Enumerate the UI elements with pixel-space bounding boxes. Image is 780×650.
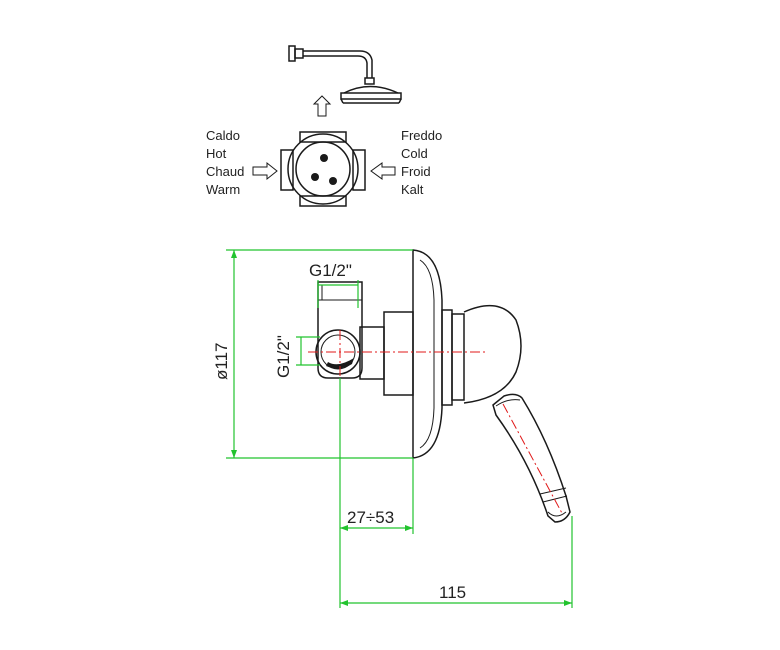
thread-side-dimension: G1/2" xyxy=(274,335,293,378)
wall-depth-dimension: 27÷53 xyxy=(347,508,394,527)
cold-inlet-labels: Freddo Cold Froid Kalt xyxy=(401,128,442,197)
hot-label-fr: Chaud xyxy=(206,164,244,179)
dimension-lines xyxy=(226,249,573,608)
cold-label-it: Freddo xyxy=(401,128,442,143)
hot-label-it: Caldo xyxy=(206,128,240,143)
valve-body-icon xyxy=(280,131,366,207)
hot-inlet-labels: Caldo Hot Chaud Warm xyxy=(206,128,244,197)
handle-axis xyxy=(502,403,564,516)
total-depth-dimension: 115 xyxy=(439,583,466,602)
arrow-right-icon xyxy=(252,161,278,181)
arrow-up-icon xyxy=(312,95,332,117)
shower-head-icon xyxy=(288,45,402,104)
cold-label-de: Kalt xyxy=(401,182,424,197)
hot-label-de: Warm xyxy=(206,182,240,197)
axis-lines xyxy=(308,330,564,516)
cold-label-en: Cold xyxy=(401,146,428,161)
hot-label-en: Hot xyxy=(206,146,227,161)
thread-top-dimension: G1/2" xyxy=(309,261,352,280)
arrow-left-icon xyxy=(370,162,396,180)
cold-label-fr: Froid xyxy=(401,164,431,179)
mixer-side-view xyxy=(315,249,571,523)
plate-diameter-dimension: ø117 xyxy=(212,343,231,381)
